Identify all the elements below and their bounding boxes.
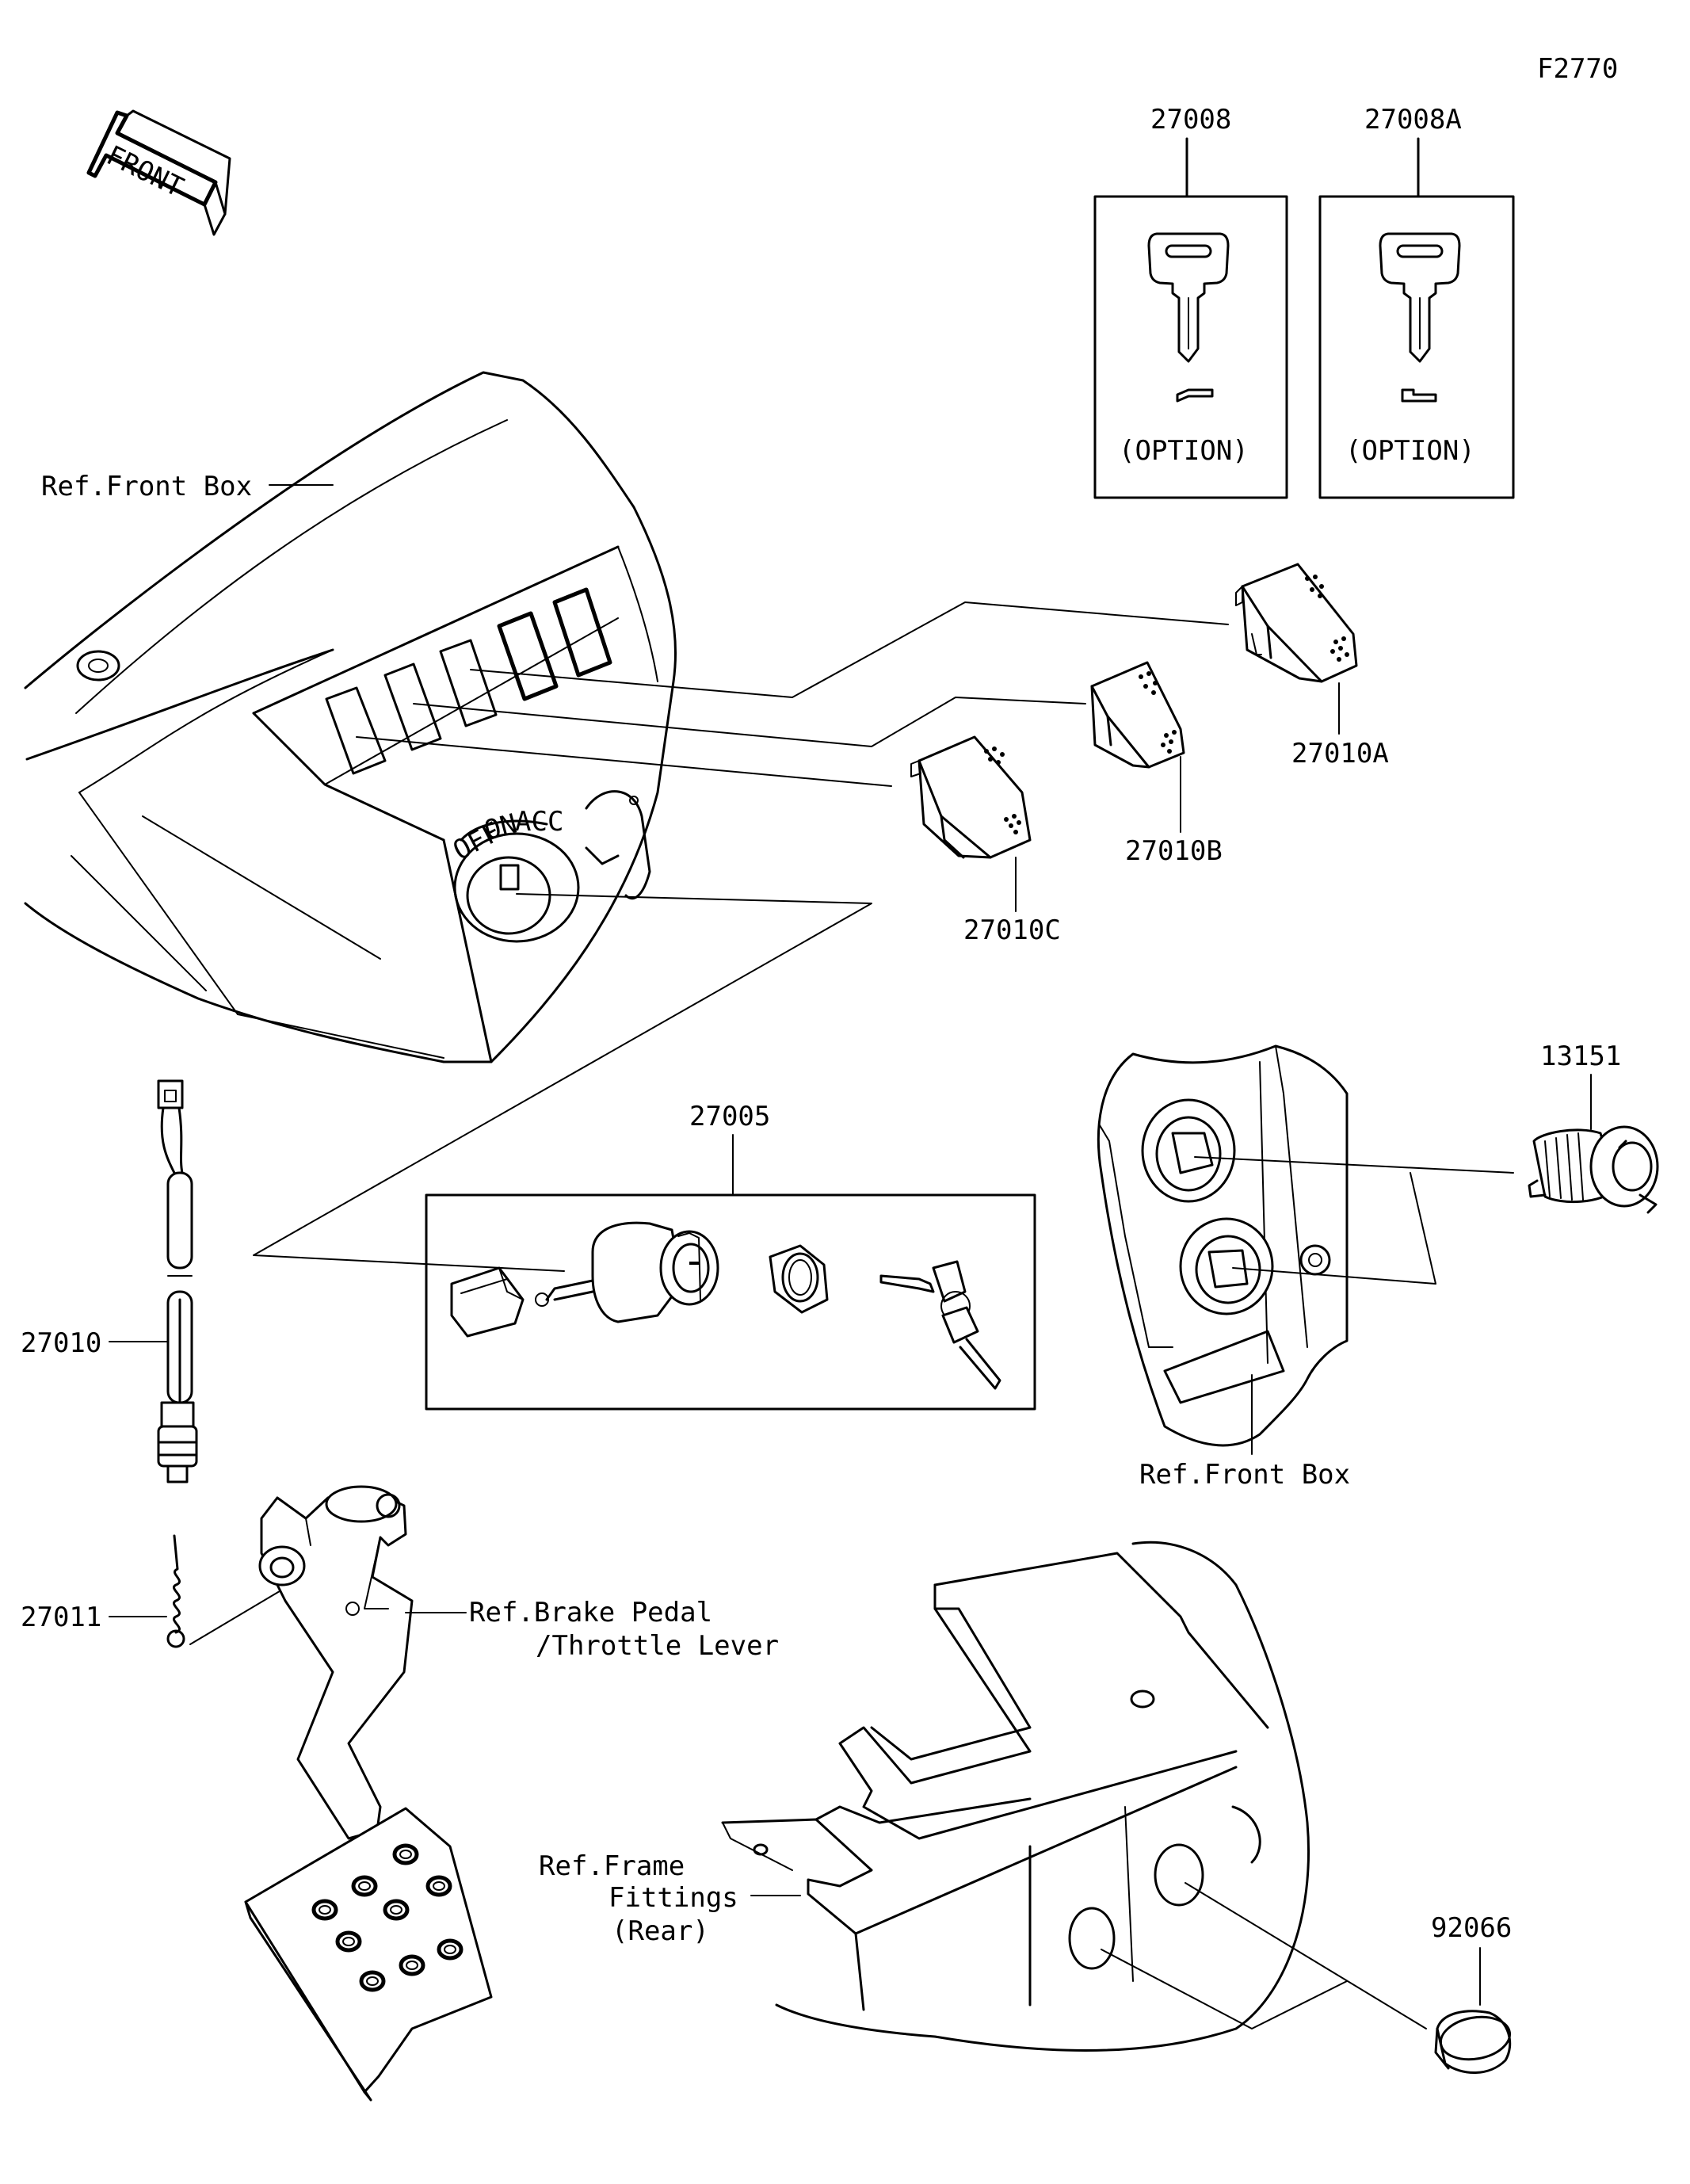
rocker-switch-27010c: 27010C xyxy=(910,735,1061,946)
key-icon xyxy=(1147,232,1230,363)
ref-frame-label-2: Fittings xyxy=(608,1882,738,1914)
ref-front-box-right-label: Ref.Front Box xyxy=(1139,1459,1350,1491)
pedal-holes xyxy=(311,1843,464,1992)
key-27008a-group: 27008A (OPTION) xyxy=(1318,104,1515,499)
front-box-side-panel: Ref.Front Box xyxy=(1097,1044,1514,1491)
accessory-socket-13151: 13151 xyxy=(1528,1040,1659,1214)
part-27011-label: 27011 xyxy=(21,1602,101,1633)
brake-switch-27010: 27010 xyxy=(21,1079,198,1483)
option-label-left: (OPTION) xyxy=(1119,435,1249,467)
front-arrow-icon: FRONT xyxy=(86,109,231,236)
rocker-switch-27010b: 27010B xyxy=(1090,661,1223,867)
ref-brake-pedal-label-1: Ref.Brake Pedal xyxy=(469,1597,712,1628)
front-label: FRONT xyxy=(101,139,189,204)
key-27008-group: 27008 (OPTION) xyxy=(1093,104,1288,499)
part-27008-label: 27008 xyxy=(1150,104,1231,136)
rocker-switch-27010a: 27010A xyxy=(1235,563,1389,769)
ref-frame-label-3: (Rear) xyxy=(612,1915,709,1947)
ignition-bezel: OFF ON ACC xyxy=(448,806,580,943)
plug-92066: 92066 xyxy=(1431,1912,1512,2074)
brake-pedal-assembly: Ref.Brake Pedal /Throttle Lever xyxy=(244,1485,779,2102)
front-box-dashboard: OFF ON ACC xyxy=(24,371,677,1063)
part-92066-label: 92066 xyxy=(1431,1912,1512,1944)
frame-fittings-rear: Ref.Frame Fittings (Rear) xyxy=(539,1541,1427,2052)
part-27008a-label: 27008A xyxy=(1364,104,1462,136)
ref-front-box-top-label: Ref.Front Box xyxy=(41,471,252,502)
leader-lines-switches xyxy=(253,601,1229,1272)
part-13151-label: 13151 xyxy=(1540,1040,1621,1072)
figure-code: F2770 xyxy=(1537,53,1618,85)
part-27005-label: 27005 xyxy=(689,1101,770,1132)
svg-text:ACC: ACC xyxy=(515,806,563,838)
part-27010b-label: 27010B xyxy=(1125,835,1223,867)
option-label-right: (OPTION) xyxy=(1345,435,1475,467)
ref-brake-pedal-label-2: /Throttle Lever xyxy=(536,1630,779,1662)
ref-frame-label-1: Ref.Frame xyxy=(539,1850,685,1882)
part-27010a-label: 27010A xyxy=(1291,738,1389,769)
part-27010-label: 27010 xyxy=(21,1327,101,1359)
switch-slots xyxy=(325,587,612,775)
ignition-switch-kit-27005: 27005 xyxy=(425,1101,1036,1411)
key-icon xyxy=(1379,232,1461,363)
part-27010c-label: 27010C xyxy=(963,914,1061,946)
